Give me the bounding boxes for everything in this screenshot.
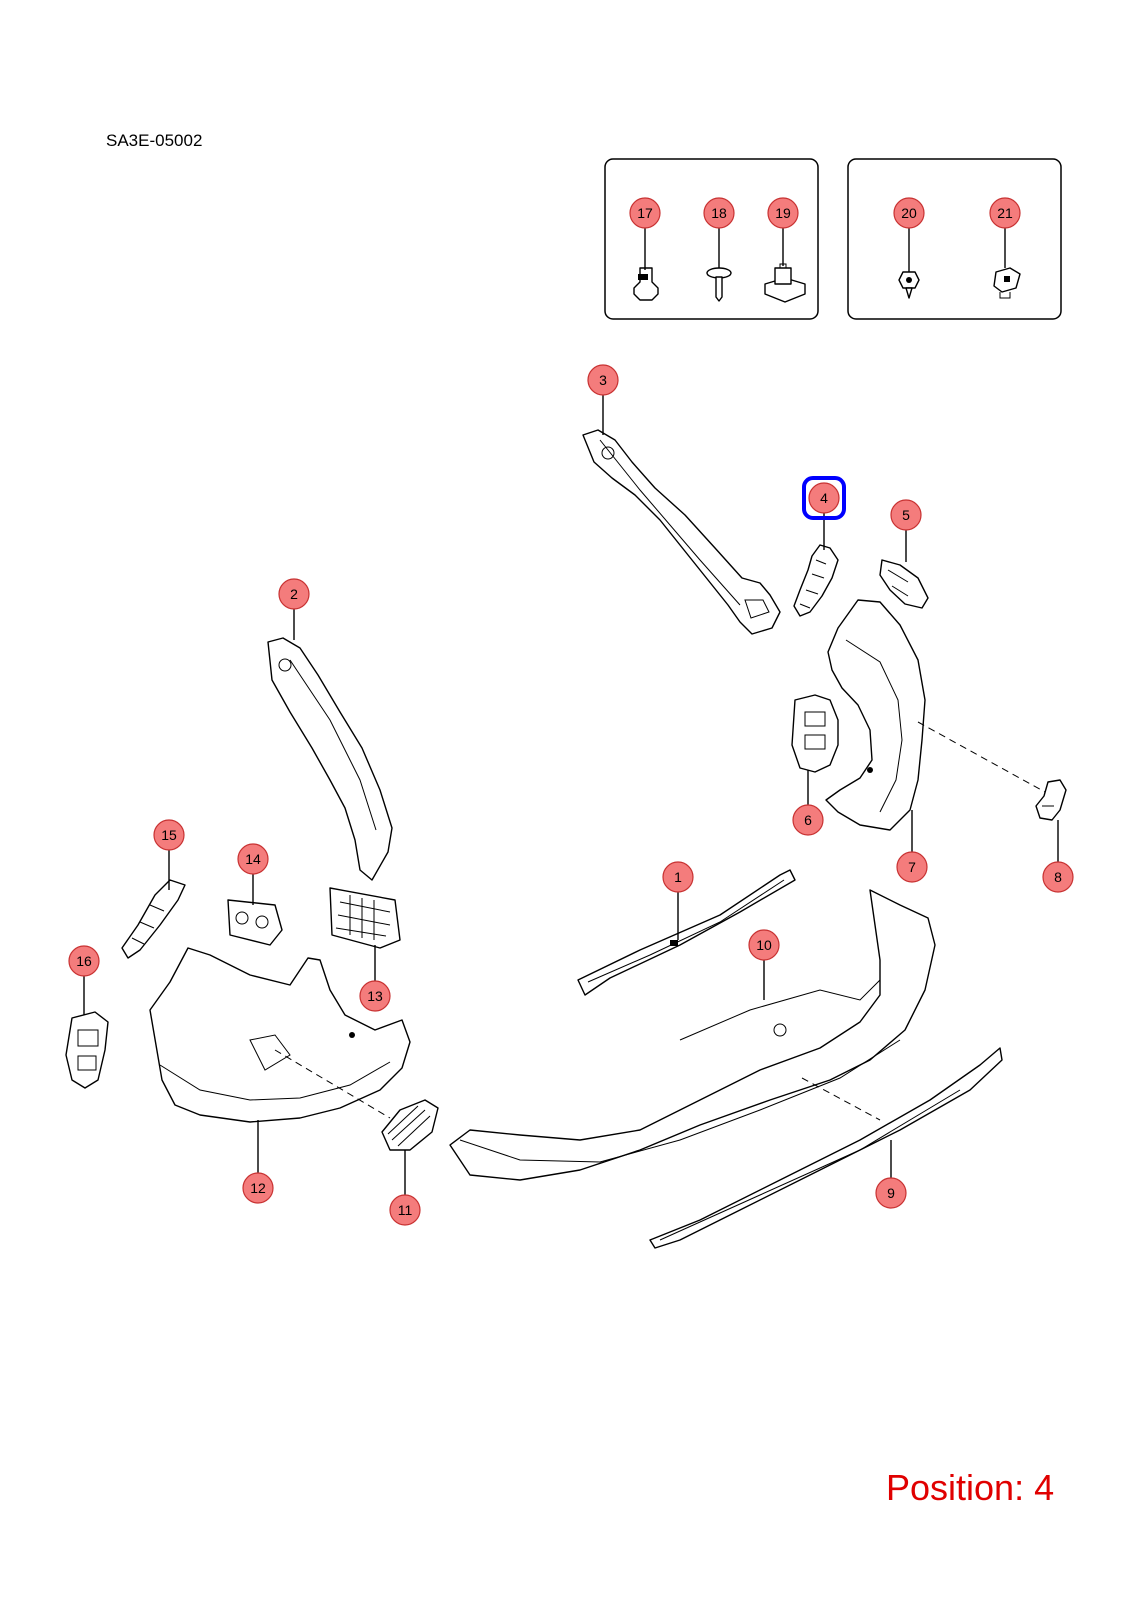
part-14-sensor-bracket[interactable] bbox=[227, 899, 283, 946]
callout-bubble[interactable] bbox=[792, 804, 824, 836]
part-9-diffuser[interactable] bbox=[649, 1047, 1003, 1249]
part-15-bracket[interactable] bbox=[121, 879, 186, 959]
position-indicator: Position: 4 bbox=[886, 1467, 1055, 1508]
callout-bubble[interactable] bbox=[242, 1172, 274, 1204]
callout-bubble[interactable] bbox=[896, 851, 928, 883]
part-3-bracket[interactable] bbox=[582, 429, 781, 635]
callout-bubble[interactable] bbox=[890, 499, 922, 531]
part-20-screw[interactable] bbox=[898, 271, 920, 299]
callout-1[interactable]: 1 bbox=[662, 861, 694, 940]
callout-label: 7 bbox=[908, 859, 916, 875]
part-6-bracket[interactable] bbox=[791, 694, 839, 773]
part-13-grille-insert[interactable] bbox=[329, 887, 401, 949]
callout-label: 19 bbox=[775, 205, 791, 221]
callout-3[interactable]: 3 bbox=[587, 364, 619, 435]
callout-18[interactable]: 18 bbox=[703, 197, 735, 268]
diagram-code: SA3E-05002 bbox=[106, 131, 203, 150]
callout-bubble[interactable] bbox=[875, 1177, 907, 1209]
guide-line-11 bbox=[274, 1049, 391, 1119]
part-1-reflector[interactable] bbox=[577, 869, 796, 996]
callout-7[interactable]: 7 bbox=[896, 810, 928, 883]
callout-11[interactable]: 11 bbox=[389, 1150, 421, 1226]
callout-label: 21 bbox=[997, 205, 1013, 221]
callout-label: 13 bbox=[367, 988, 383, 1004]
callout-label: 18 bbox=[711, 205, 727, 221]
part-11-grille[interactable] bbox=[381, 1099, 439, 1151]
callout-bubble[interactable] bbox=[278, 578, 310, 610]
callout-13[interactable]: 13 bbox=[359, 945, 391, 1012]
guide-line-9 bbox=[801, 1077, 881, 1121]
callout-10[interactable]: 10 bbox=[748, 929, 780, 1000]
fastener-box-right bbox=[847, 158, 1062, 320]
callout-label: 20 bbox=[901, 205, 917, 221]
callout-bubble[interactable] bbox=[68, 945, 100, 977]
callout-bubble[interactable] bbox=[629, 197, 661, 229]
callout-bubble[interactable] bbox=[153, 819, 185, 851]
callout-bubble[interactable] bbox=[808, 482, 840, 514]
callout-label: 5 bbox=[902, 507, 910, 523]
part-12-bumper-side[interactable] bbox=[149, 947, 411, 1123]
callout-label: 16 bbox=[76, 953, 92, 969]
callout-label: 14 bbox=[245, 851, 261, 867]
part-5-bracket[interactable] bbox=[879, 559, 929, 609]
callout-label: 2 bbox=[290, 586, 298, 602]
part-10-bumper-cover[interactable] bbox=[449, 889, 936, 1181]
callout-label: 17 bbox=[637, 205, 653, 221]
part-16-bracket[interactable] bbox=[65, 1011, 109, 1089]
callout-4-highlighted[interactable]: 4 bbox=[802, 476, 846, 550]
callout-5[interactable]: 5 bbox=[890, 499, 922, 562]
callout-label: 15 bbox=[161, 827, 177, 843]
callout-label: 6 bbox=[804, 812, 812, 828]
part-4-bracket[interactable] bbox=[793, 544, 839, 617]
callout-17[interactable]: 17 bbox=[629, 197, 661, 270]
part-21-clip[interactable] bbox=[993, 267, 1021, 299]
callout-label: 9 bbox=[887, 1185, 895, 1201]
callout-bubble[interactable] bbox=[662, 861, 694, 893]
callout-bubble[interactable] bbox=[587, 364, 619, 396]
callout-bubble[interactable] bbox=[989, 197, 1021, 229]
callout-bubble[interactable] bbox=[767, 197, 799, 229]
callout-9[interactable]: 9 bbox=[875, 1140, 907, 1209]
part-17-clip[interactable] bbox=[633, 267, 659, 301]
guide-line-8 bbox=[917, 721, 1046, 793]
callout-bubble[interactable] bbox=[703, 197, 735, 229]
part-7-side-cover[interactable] bbox=[825, 599, 926, 831]
fastener-box-left bbox=[604, 158, 819, 320]
callout-label: 8 bbox=[1054, 869, 1062, 885]
callout-label: 12 bbox=[250, 1180, 266, 1196]
callout-bubble[interactable] bbox=[359, 980, 391, 1012]
callout-bubble[interactable] bbox=[1042, 861, 1074, 893]
callout-15[interactable]: 15 bbox=[153, 819, 185, 890]
callout-label: 10 bbox=[756, 937, 772, 953]
callout-bubble[interactable] bbox=[748, 929, 780, 961]
callout-16[interactable]: 16 bbox=[68, 945, 100, 1015]
callout-12[interactable]: 12 bbox=[242, 1120, 274, 1204]
part-18-screw[interactable] bbox=[706, 267, 732, 302]
callout-14[interactable]: 14 bbox=[237, 843, 269, 905]
callout-20[interactable]: 20 bbox=[893, 197, 925, 272]
callout-bubble[interactable] bbox=[237, 843, 269, 875]
callout-19[interactable]: 19 bbox=[767, 197, 799, 266]
callout-2[interactable]: 2 bbox=[278, 578, 310, 640]
part-8-bracket[interactable] bbox=[1035, 779, 1067, 821]
callout-bubble[interactable] bbox=[893, 197, 925, 229]
callout-label: 4 bbox=[820, 490, 828, 506]
part-2-bracket[interactable] bbox=[267, 637, 393, 881]
callout-6[interactable]: 6 bbox=[792, 770, 824, 836]
callout-label: 3 bbox=[599, 372, 607, 388]
callout-label: 1 bbox=[674, 869, 682, 885]
callout-8[interactable]: 8 bbox=[1042, 820, 1074, 893]
callout-bubble[interactable] bbox=[389, 1194, 421, 1226]
callout-21[interactable]: 21 bbox=[989, 197, 1021, 268]
callout-label: 11 bbox=[398, 1202, 413, 1218]
highlight-frame bbox=[802, 476, 846, 520]
part-19-nut[interactable] bbox=[764, 263, 806, 303]
